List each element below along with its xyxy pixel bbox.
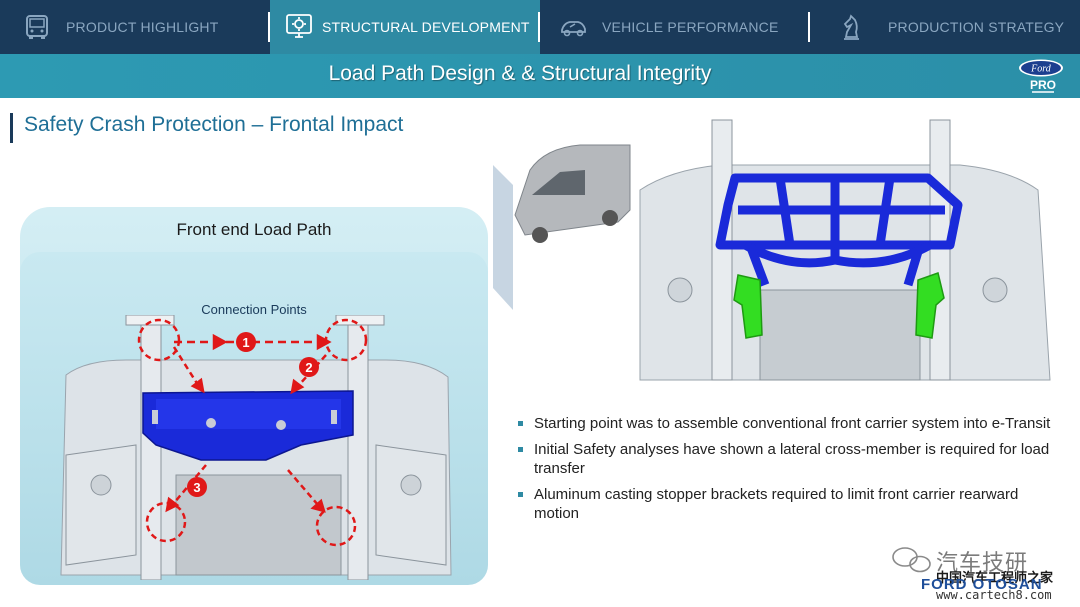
bullet-icon	[518, 447, 523, 452]
tab-structural-development[interactable]: STRUCTURAL DEVELOPMENT	[270, 0, 540, 54]
logo-subtext: PRO	[1030, 78, 1056, 92]
connection-circle	[137, 318, 181, 362]
tab-label: PRODUCT HIGHLIGHT	[66, 19, 219, 35]
van-impact-illustration	[493, 144, 631, 310]
tab-production-strategy[interactable]: PRODUCTION STRATEGY	[810, 0, 1080, 54]
car-speed-icon	[561, 21, 586, 37]
tab-label: STRUCTURAL DEVELOPMENT	[322, 19, 530, 35]
body-structure-illustration	[639, 119, 1051, 381]
list-item: Initial Safety analyses have shown a lat…	[518, 440, 1063, 478]
tab-separator	[808, 12, 810, 42]
marker-1: 1	[236, 332, 256, 352]
tab-product-highlight[interactable]: PRODUCT HIGHLIGHT	[0, 0, 270, 54]
tab-separator	[268, 12, 270, 42]
front-end-load-path-diagram: 1 2 3	[60, 315, 452, 580]
connection-circle	[145, 501, 187, 543]
svg-text:1: 1	[242, 335, 249, 350]
watermark-subtitle: 中国汽车工程师之家	[936, 571, 1054, 586]
tab-vehicle-performance[interactable]: VEHICLE PERFORMANCE	[540, 0, 810, 54]
chess-knight-icon	[843, 14, 859, 40]
svg-text:2: 2	[305, 360, 312, 375]
panel-title: Front end Load Path	[176, 220, 332, 239]
watermark-title: 汽车技研	[936, 551, 1029, 576]
ford-pro-logo: Ford PRO	[1019, 59, 1063, 93]
frontal-impact-structure-illustration	[493, 119, 1051, 381]
watermark-url: www.cartech8.com	[936, 588, 1052, 602]
section-title: Safety Crash Protection – Frontal Impact	[24, 113, 404, 136]
watermark-brand: FORD OTOSAN	[921, 576, 1043, 593]
tab-label: PRODUCTION STRATEGY	[888, 19, 1065, 35]
watermark-overlay	[892, 547, 931, 573]
bullet-text: Initial Safety analyses have shown a lat…	[534, 441, 1050, 477]
list-item: Aluminum casting stopper brackets requir…	[518, 485, 1063, 523]
bullet-text: Aluminum casting stopper brackets requir…	[534, 486, 1019, 522]
logo-text: Ford	[1030, 64, 1052, 75]
green-stopper-brackets	[733, 272, 945, 339]
lateral-cross-member	[142, 390, 354, 461]
top-navigation: PRODUCT HIGHLIGHT STRUCTURAL DEVELOPMENT…	[0, 0, 1080, 54]
stopper-bracket-right	[915, 272, 945, 339]
stopper-bracket-left	[733, 274, 763, 339]
bullet-icon	[518, 421, 523, 426]
svg-text:3: 3	[193, 480, 200, 495]
page-title: Load Path Design & & Structural Integrit…	[328, 62, 712, 85]
tab-separator	[538, 12, 540, 42]
section-accent-bar	[10, 113, 13, 143]
vehicle-front-icon	[26, 15, 48, 39]
connection-circle	[315, 505, 357, 547]
connection-points-label: Connection Points	[201, 302, 307, 317]
bullet-text: Starting point was to assemble conventio…	[534, 415, 1051, 432]
tab-label: VEHICLE PERFORMANCE	[602, 19, 779, 35]
marker-2: 2	[299, 357, 319, 377]
gear-monitor-icon	[286, 14, 312, 38]
marker-3: 3	[187, 477, 207, 497]
list-item: Starting point was to assemble conventio…	[518, 414, 1063, 433]
lateral-cross-member	[715, 173, 963, 287]
wechat-icon	[892, 547, 931, 573]
title-bar: Load Path Design & & Structural Integrit…	[0, 54, 1080, 98]
bullet-icon	[518, 492, 523, 497]
findings-list: Starting point was to assemble conventio…	[518, 414, 1063, 530]
